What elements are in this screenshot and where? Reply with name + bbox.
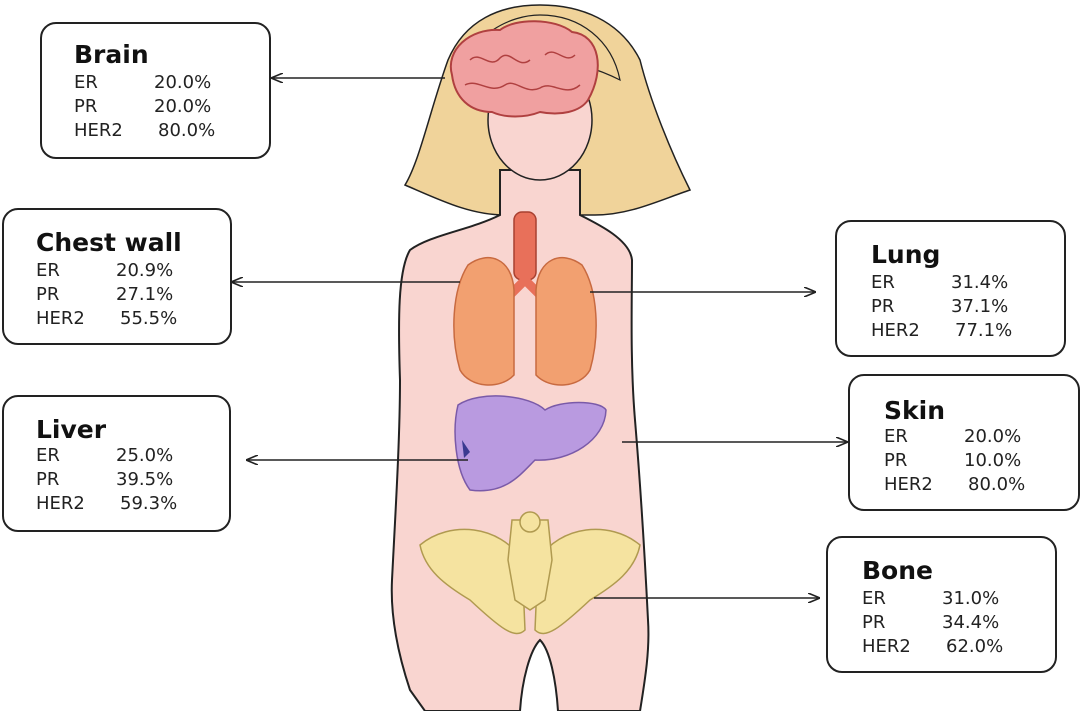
row-label: ER (36, 445, 60, 466)
brain-row-pr: PR 20.0% (74, 96, 211, 117)
row-value: 20.9% (116, 260, 174, 281)
brain-organ (449, 20, 599, 118)
skin-panel: Skin ER 20.0% PR 10.0% HER2 80.0% (848, 374, 1080, 511)
brain-panel: Brain ER 20.0% PR 20.0% HER2 80.0% (40, 22, 271, 159)
chest-wall-row-her2: HER2 55.5% (36, 308, 177, 329)
liver-panel: Liver ER 25.0% PR 39.5% HER2 59.3% (2, 395, 231, 532)
lungs-organ (453, 256, 597, 386)
lung-title: Lung (871, 240, 941, 269)
row-label: HER2 (884, 474, 933, 495)
row-label: PR (862, 612, 886, 633)
row-value: 20.0% (154, 72, 212, 93)
liver-row-er: ER 25.0% (36, 445, 173, 466)
row-label: HER2 (74, 120, 123, 141)
row-label: HER2 (871, 320, 920, 341)
row-label: PR (36, 469, 60, 490)
row-label: ER (74, 72, 98, 93)
row-value: 80.0% (158, 120, 216, 141)
row-label: PR (74, 96, 98, 117)
chest-wall-row-er: ER 20.9% (36, 260, 173, 281)
brain-row-her2: HER2 80.0% (74, 120, 215, 141)
bone-row-pr: PR 34.4% (862, 612, 999, 633)
row-label: ER (884, 426, 908, 447)
row-value: 77.1% (955, 320, 1013, 341)
brain-title: Brain (74, 40, 149, 69)
lung-panel: Lung ER 31.4% PR 37.1% HER2 77.1% (835, 220, 1066, 357)
skin-title: Skin (884, 396, 945, 425)
row-label: ER (871, 272, 895, 293)
row-label: PR (884, 450, 908, 471)
row-label: HER2 (36, 308, 85, 329)
row-value: 31.0% (942, 588, 1000, 609)
bone-row-her2: HER2 62.0% (862, 636, 1003, 657)
row-value: 62.0% (946, 636, 1004, 657)
bone-panel: Bone ER 31.0% PR 34.4% HER2 62.0% (826, 536, 1057, 673)
row-value: 39.5% (116, 469, 174, 490)
skin-row-er: ER 20.0% (884, 426, 1021, 447)
row-value: 10.0% (964, 450, 1022, 471)
row-label: ER (862, 588, 886, 609)
row-label: PR (871, 296, 895, 317)
chest-wall-panel: Chest wall ER 20.9% PR 27.1% HER2 55.5% (2, 208, 232, 345)
row-label: PR (36, 284, 60, 305)
lung-row-er: ER 31.4% (871, 272, 1008, 293)
skin-row-pr: PR 10.0% (884, 450, 1021, 471)
row-value: 34.4% (942, 612, 1000, 633)
chest-wall-title: Chest wall (36, 228, 182, 257)
chest-wall-row-pr: PR 27.1% (36, 284, 173, 305)
row-value: 37.1% (951, 296, 1009, 317)
lung-row-her2: HER2 77.1% (871, 320, 1012, 341)
skin-row-her2: HER2 80.0% (884, 474, 1025, 495)
row-value: 59.3% (120, 493, 178, 514)
row-label: HER2 (36, 493, 85, 514)
lung-row-pr: PR 37.1% (871, 296, 1008, 317)
row-value: 20.0% (154, 96, 212, 117)
brain-row-er: ER 20.0% (74, 72, 211, 93)
row-value: 25.0% (116, 445, 174, 466)
row-value: 20.0% (964, 426, 1022, 447)
row-label: ER (36, 260, 60, 281)
row-value: 80.0% (968, 474, 1026, 495)
row-value: 27.1% (116, 284, 174, 305)
liver-title: Liver (36, 415, 107, 444)
pointer-lines (232, 78, 847, 598)
bone-title: Bone (862, 556, 933, 585)
liver-organ (454, 395, 607, 492)
liver-row-her2: HER2 59.3% (36, 493, 177, 514)
pelvis-bone (419, 511, 641, 635)
row-label: HER2 (862, 636, 911, 657)
row-value: 55.5% (120, 308, 178, 329)
bone-row-er: ER 31.0% (862, 588, 999, 609)
liver-row-pr: PR 39.5% (36, 469, 173, 490)
row-value: 31.4% (951, 272, 1009, 293)
